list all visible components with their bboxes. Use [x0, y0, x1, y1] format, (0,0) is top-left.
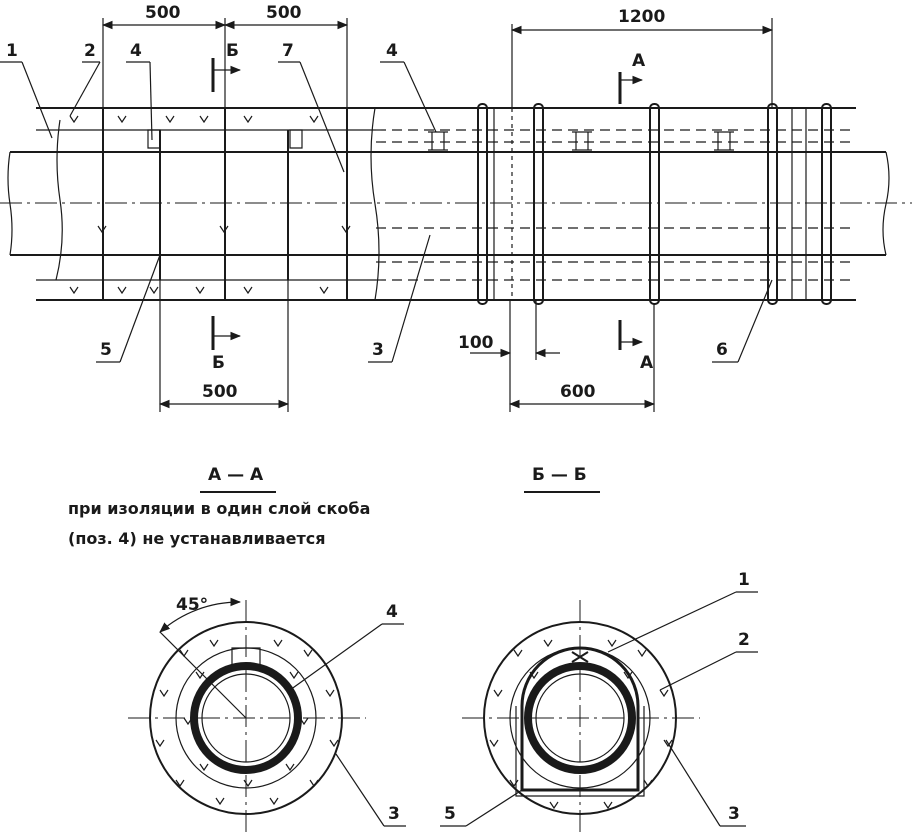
- aa-callout-3: 3: [388, 804, 400, 824]
- break-left-insulation: [55, 119, 63, 281]
- bands: [477, 103, 832, 305]
- pipe-break-right: [882, 151, 890, 256]
- section-a-bottom-label: А: [640, 353, 654, 373]
- bb-outer-circle: [483, 621, 677, 815]
- callout-6: 6: [716, 340, 728, 360]
- callout-1: 1: [6, 41, 18, 61]
- pipe-break-left: [7, 151, 13, 256]
- aa-leader-3: [335, 753, 385, 827]
- section-b-top-label: Б: [226, 41, 239, 61]
- aa-angle-arc: [159, 597, 242, 633]
- dim-top-left-1: 500: [145, 3, 181, 23]
- dimension-lines-top: [101, 18, 774, 108]
- bb-band-outer: [515, 706, 645, 797]
- bb-pipe-inner: [535, 673, 625, 763]
- section-b-bottom-label: Б: [212, 353, 225, 373]
- note-line-2: (поз. 4) не устанавливается: [68, 529, 326, 548]
- band-joints: [493, 108, 807, 300]
- aa-angle-ray: [159, 631, 247, 719]
- callout-2: 2: [84, 41, 96, 61]
- dim-bottom-left: 500: [202, 382, 238, 402]
- bracket-marks: [147, 129, 734, 151]
- bb-band: [520, 646, 640, 792]
- callout-5: 5: [100, 340, 112, 360]
- section-aa-view: 45° 4 3: [128, 595, 406, 836]
- bb-leader-5: [465, 789, 523, 827]
- callout-leaders: [0, 61, 773, 363]
- dim-bottom-gap: 100: [458, 333, 494, 353]
- bb-band-lock: [571, 651, 589, 663]
- callout-3: 3: [372, 340, 384, 360]
- aa-pipe-wall: [190, 662, 302, 774]
- section-bb-title: Б — Б: [532, 465, 587, 485]
- callout-7: 7: [282, 41, 294, 61]
- aa-bracket: [231, 647, 261, 669]
- dim-top-right: 1200: [618, 7, 665, 27]
- bb-callout-5: 5: [444, 804, 456, 824]
- bb-callout-1: 1: [738, 570, 750, 590]
- aa-pipe-inner: [201, 673, 291, 763]
- section-a-top-label: А: [632, 51, 646, 71]
- bb-hatch: [489, 639, 673, 810]
- aa-leader-4: [289, 623, 383, 691]
- section-bb-view: 1 2 3 5: [440, 570, 758, 836]
- bb-leader-1: [607, 591, 737, 653]
- dim-top-left-2: 500: [266, 3, 302, 23]
- dim-bottom-right: 600: [560, 382, 596, 402]
- bb-pipe-wall: [524, 662, 636, 774]
- insulation-hatch-marks: [69, 115, 351, 295]
- longitudinal-view: Б Б А А 500 500 1200: [0, 3, 912, 412]
- bb-leader-3: [665, 739, 721, 827]
- bb-leader-2: [659, 651, 737, 691]
- callout-4a: 4: [130, 41, 142, 61]
- aa-angle-label: 45°: [176, 595, 208, 615]
- section-aa-title: А — А: [208, 465, 264, 485]
- aa-outer-circle: [149, 621, 343, 815]
- bb-callout-3: 3: [728, 804, 740, 824]
- note-line-1: при изоляции в один слой скоба: [68, 499, 370, 518]
- callout-4b: 4: [386, 41, 398, 61]
- break-mid-insulation: [370, 107, 380, 301]
- bb-callout-2: 2: [738, 630, 750, 650]
- dimension-lines-bottom: [158, 280, 656, 412]
- aa-callout-4: 4: [386, 602, 398, 622]
